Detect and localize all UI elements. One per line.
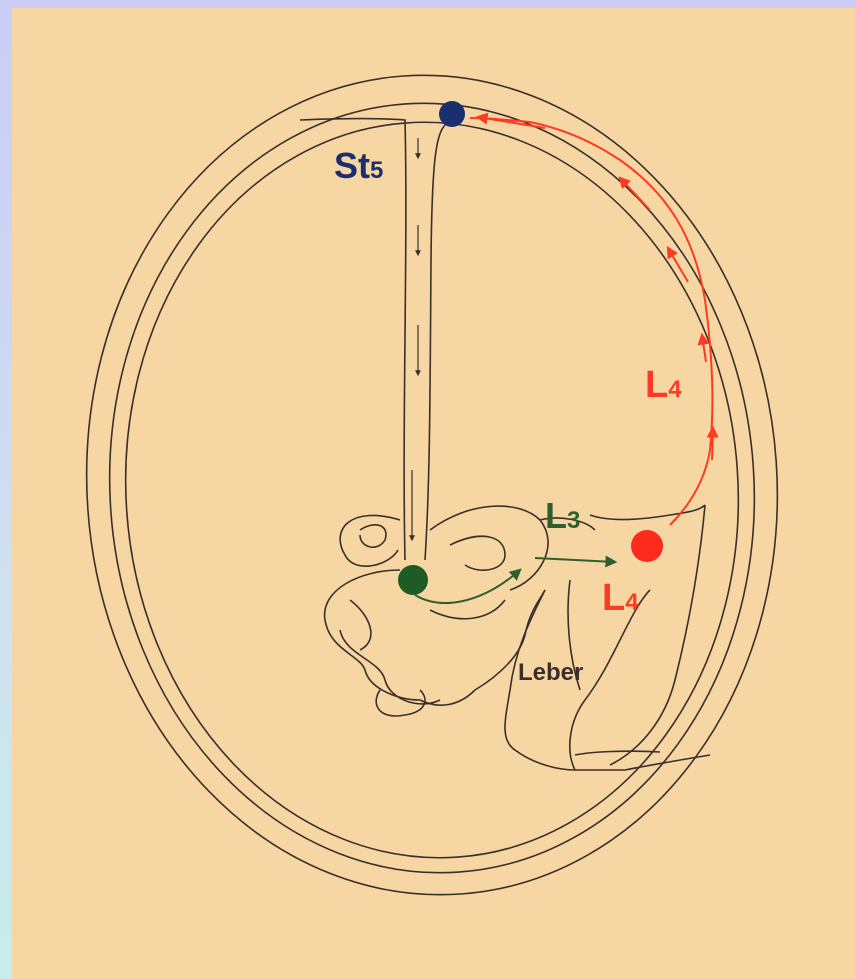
red-point-icon	[631, 530, 663, 562]
green-point-icon	[398, 565, 428, 595]
blue-point-icon	[439, 101, 465, 127]
label-leber: Leber	[518, 659, 583, 686]
paper-background	[12, 8, 855, 979]
